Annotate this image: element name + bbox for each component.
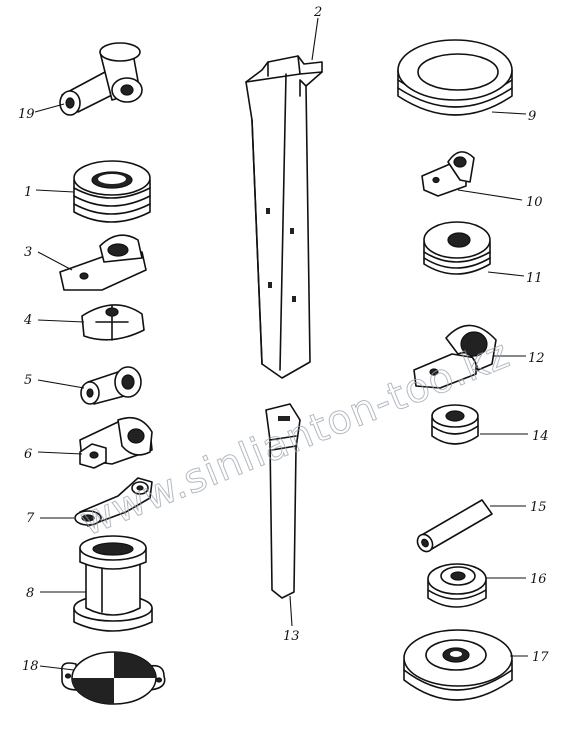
part-8-flanged-sleeve xyxy=(73,535,153,632)
label-18: 18 xyxy=(22,659,39,674)
label-2: 2 xyxy=(313,5,322,20)
part-17-large-grommet xyxy=(403,629,513,701)
part-18-diaphragm-cover xyxy=(60,651,166,705)
leader-3 xyxy=(37,251,73,271)
part-2-channel-strip xyxy=(245,55,323,379)
leader-5 xyxy=(37,379,85,389)
part-19-angled-cap xyxy=(59,42,143,116)
leader-9 xyxy=(491,111,527,115)
part-7-cable-lug xyxy=(74,477,153,527)
part-13-strap xyxy=(265,403,301,599)
label-15: 15 xyxy=(530,500,547,515)
label-9: 9 xyxy=(528,109,536,124)
label-17: 17 xyxy=(532,650,549,665)
label-3: 3 xyxy=(24,245,32,260)
leader-11 xyxy=(487,271,525,277)
label-7: 7 xyxy=(26,511,35,526)
part-16-stepped-grommet xyxy=(427,563,487,608)
part-5-tube-fitting xyxy=(80,366,142,405)
part-6-clamp-with-nut xyxy=(79,416,153,469)
leader-2 xyxy=(311,17,319,61)
label-12: 12 xyxy=(528,351,545,366)
label-6: 6 xyxy=(24,447,32,462)
leader-10 xyxy=(457,189,523,201)
label-16: 16 xyxy=(530,572,547,587)
label-13: 13 xyxy=(283,629,300,644)
part-9-large-ring xyxy=(397,39,513,116)
label-1: 1 xyxy=(24,185,32,200)
label-14: 14 xyxy=(532,429,549,444)
part-12-pipe-clamp xyxy=(413,324,497,389)
label-19: 19 xyxy=(18,107,35,122)
part-10-small-clamp xyxy=(421,151,475,197)
label-4: 4 xyxy=(23,313,32,328)
label-11: 11 xyxy=(526,271,543,286)
leader-4 xyxy=(37,319,85,323)
label-10: 10 xyxy=(526,195,543,210)
part-1-ribbed-bush xyxy=(73,160,151,223)
leader-13 xyxy=(289,595,293,627)
part-4-split-block xyxy=(81,304,145,341)
leader-19 xyxy=(34,103,65,113)
part-11-grommet xyxy=(423,221,491,275)
part-14-small-grommet xyxy=(431,404,479,445)
leader-1 xyxy=(35,189,75,193)
label-8: 8 xyxy=(26,586,34,601)
part-15-pin xyxy=(416,499,493,553)
leader-18 xyxy=(39,665,75,671)
label-5: 5 xyxy=(24,373,32,388)
leader-6 xyxy=(37,451,83,455)
part-3-clamp-bracket xyxy=(59,234,147,291)
